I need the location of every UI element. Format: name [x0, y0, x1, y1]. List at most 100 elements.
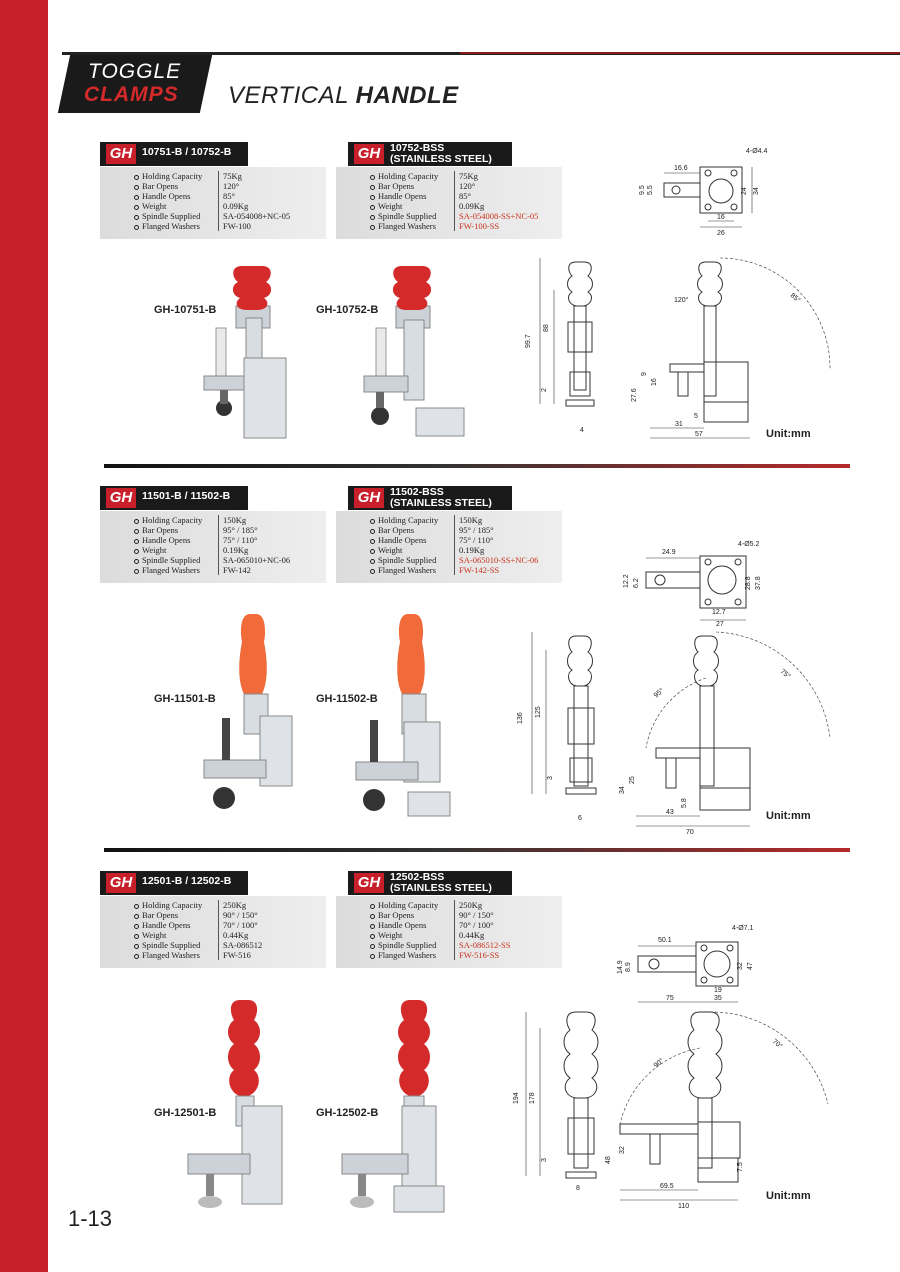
tag-label: 12502-BSS(STAINLESS STEEL)	[390, 871, 492, 894]
brand-line-2: CLAMPS	[84, 83, 179, 106]
dimension-label: 75°	[779, 667, 792, 680]
dimension-label: 70	[686, 829, 694, 836]
unit-label: Unit:mm	[766, 428, 811, 440]
model-label: GH-11502-B	[316, 693, 378, 705]
spec-label: Spindle Supplied	[378, 211, 437, 221]
dimension-label: 70°	[771, 1037, 784, 1050]
spec-label: Spindle Supplied	[378, 940, 437, 950]
spec-label: Holding Capacity	[378, 515, 439, 525]
dimension-label: 24.9	[662, 549, 676, 556]
side-view-drawing: 136 125 3 6 95° 75° 25 34 5.8 43 70	[517, 631, 831, 836]
dimension-label: 125	[535, 706, 542, 718]
page-title-bold: HANDLE	[355, 82, 459, 109]
clamp-product-image	[187, 1000, 283, 1208]
dimension-label: 95°	[652, 686, 665, 699]
dimension-label: 8.9	[625, 962, 632, 972]
gh-badge: GH	[106, 144, 136, 164]
brand-line-1: TOGGLE	[88, 60, 182, 83]
model-label: GH-12501-B	[154, 1107, 217, 1119]
dimension-label: 12.2	[623, 574, 630, 588]
dimension-label: 9	[641, 372, 648, 376]
gh-badge: GH	[354, 873, 384, 893]
spec-value: 75° / 110°	[218, 535, 257, 545]
spec-value: 0.44Kg	[218, 930, 248, 940]
spec-value: 95° / 185°	[454, 525, 494, 535]
spec-value: SA-065010+NC-06	[218, 555, 290, 565]
spec-value: 75Kg	[454, 171, 478, 181]
spec-label: Handle Opens	[142, 920, 191, 930]
spec-label: Flanged Washers	[142, 565, 200, 575]
dimension-label: 25	[629, 776, 636, 784]
spec-value: 0.09Kg	[218, 201, 248, 211]
spec-value: FW-142	[218, 565, 251, 575]
spec-value: 90° / 150°	[218, 910, 258, 920]
spec-label: Bar Opens	[378, 181, 415, 191]
spec-value: 0.09Kg	[454, 201, 484, 211]
model-label: GH-12502-B	[316, 1107, 379, 1119]
gh-badge: GH	[106, 873, 136, 893]
dimension-label: 136	[517, 712, 524, 724]
spec-value: 150Kg	[454, 515, 482, 525]
spec-label: Handle Opens	[378, 920, 427, 930]
spec-label: Weight	[378, 201, 403, 211]
spec-value: 250Kg	[218, 900, 246, 910]
top-view-drawing: 4-Ø5.2 24.9 12.2 6.2 28.8 37.8 12.7 27	[623, 541, 762, 628]
spec-label: Holding Capacity	[142, 900, 203, 910]
spec-value: 0.19Kg	[218, 545, 248, 555]
gh-badge: GH	[354, 144, 384, 164]
dimension-label: 34	[753, 187, 760, 195]
spec-label: Bar Opens	[142, 181, 179, 191]
page-number: 1-13	[68, 1206, 113, 1231]
dimension-label: 85°	[789, 291, 802, 304]
spec-value: SA-086512-SS	[454, 940, 510, 950]
top-view-drawing: 4-Ø7.1 50.1 14.9 8.9 32 47 19 75 35	[617, 925, 754, 1003]
tag-label: 10752-BSS(STAINLESS STEEL)	[390, 142, 492, 165]
top-view-drawing: 4-Ø4.4 16.6 9.5 5.5 24 34 16 26	[639, 148, 768, 237]
model-label: GH-11501-B	[154, 693, 216, 705]
spec-value: 150Kg	[218, 515, 246, 525]
spec-label: Holding Capacity	[142, 171, 203, 181]
clamp-product-image	[203, 266, 287, 439]
tag-label: 12501-B / 12502-B	[142, 875, 232, 887]
section-divider	[104, 848, 850, 852]
spec-label: Weight	[378, 930, 403, 940]
spec-value: 75° / 110°	[454, 535, 493, 545]
page-title: VERTICAL HANDLE	[228, 82, 459, 110]
dimension-label: 19	[714, 987, 722, 994]
dimension-label: 75	[666, 995, 674, 1002]
dimension-label: 28.8	[745, 576, 752, 590]
spec-value: FW-100-SS	[454, 221, 499, 231]
left-red-margin-bar	[0, 0, 48, 1272]
spec-label: Spindle Supplied	[142, 555, 201, 565]
spec-label: Spindle Supplied	[142, 940, 201, 950]
spec-value: 120°	[218, 181, 239, 191]
dimension-label: 16	[717, 214, 725, 221]
header-accent-rule	[460, 52, 900, 54]
gh-badge: GH	[354, 488, 384, 508]
page-title-light: VERTICAL	[228, 82, 356, 109]
tag-left-3: GH 12501-B / 12502-B	[100, 871, 248, 895]
dimension-label: 14.9	[617, 960, 624, 974]
section-divider	[104, 464, 850, 468]
tag-left-1: GH 10751-B / 10752-B	[100, 142, 248, 166]
dimension-label: 34	[619, 786, 626, 794]
spec-label: Weight	[142, 201, 167, 211]
dimension-label: 8	[576, 1185, 580, 1192]
model-label: GH-10751-B	[154, 304, 217, 316]
spec-label: Bar Opens	[378, 525, 415, 535]
tag-label: 11502-BSS(STAINLESS STEEL)	[390, 486, 492, 509]
dimension-label: 6.2	[633, 578, 640, 588]
spec-label: Spindle Supplied	[378, 555, 437, 565]
spec-label: Bar Opens	[378, 910, 415, 920]
spec-label: Flanged Washers	[142, 221, 200, 231]
dimension-label: 69.5	[660, 1183, 674, 1190]
dimension-label: 43	[666, 809, 674, 816]
unit-label: Unit:mm	[766, 810, 811, 822]
spec-value: 85°	[218, 191, 235, 201]
dimension-label: 37.8	[755, 576, 762, 590]
spec-value: 70° / 100°	[454, 920, 494, 930]
dimension-label: 4-Ø7.1	[732, 925, 754, 932]
